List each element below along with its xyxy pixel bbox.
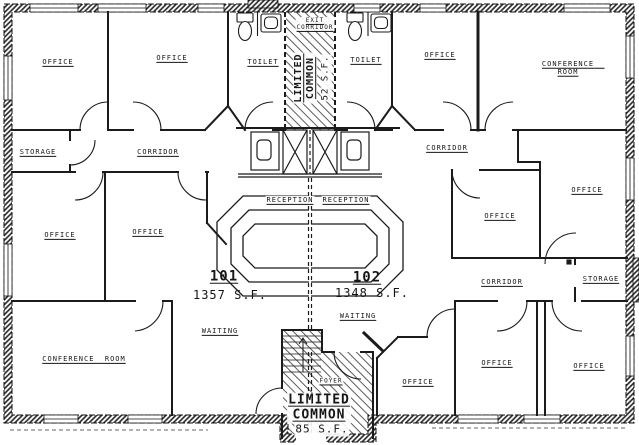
limited-common-upper-area-label: 52 S.F. bbox=[320, 54, 332, 102]
room-toilet-101-label: TOILET bbox=[247, 57, 279, 66]
corridor-101-label: CORRIDOR bbox=[137, 147, 179, 156]
limited-common-lower-area-label: 85 S.F. bbox=[294, 422, 350, 437]
room-office-b2-label: OFFICE bbox=[573, 361, 605, 370]
stairs bbox=[283, 335, 321, 373]
room-office-tl2-label: OFFICE bbox=[156, 53, 188, 62]
doors bbox=[69, 101, 583, 443]
limited-common-lower-label: LIMITED COMMON bbox=[287, 392, 351, 424]
room-office-ml2-label: OFFICE bbox=[132, 227, 164, 236]
unit-divider bbox=[284, 12, 336, 433]
exit-corridor-label: EXIT CORRIDOR bbox=[295, 16, 335, 32]
reception-102-label: RECEPTION bbox=[321, 195, 371, 205]
room-office-diag-label: OFFICE bbox=[402, 377, 434, 386]
interior-walls bbox=[11, 10, 628, 439]
waiting-102-label: WAITING bbox=[339, 311, 377, 320]
windows bbox=[3, 3, 635, 424]
room-toilet-102-label: TOILET bbox=[350, 55, 382, 64]
unit-101-number-label: 101 bbox=[209, 268, 239, 285]
room-office-ml1-label: OFFICE bbox=[44, 230, 76, 239]
room-office-tr-label: OFFICE bbox=[424, 50, 456, 59]
unit-102-area-label: 1348 S.F. bbox=[334, 285, 410, 300]
room-office-island-label: OFFICE bbox=[484, 211, 516, 220]
corridor-102-lower-label: CORRIDOR bbox=[481, 277, 523, 286]
toilet-fixtures-101 bbox=[236, 12, 282, 42]
unit-101-area-label: 1357 S.F. bbox=[192, 287, 268, 302]
foyer-label: FOYER bbox=[318, 377, 344, 385]
room-storage-101-label: STORAGE bbox=[19, 147, 57, 156]
unit-102-number-label: 102 bbox=[352, 269, 382, 286]
exterior-walls bbox=[3, 0, 639, 443]
room-conference-102-label: CONFERENCE ROOM bbox=[541, 59, 605, 76]
room-office-tl1-label: OFFICE bbox=[42, 57, 74, 66]
core-shafts bbox=[236, 127, 400, 178]
room-office-b1-label: OFFICE bbox=[481, 358, 513, 367]
waiting-101-label: WAITING bbox=[201, 326, 239, 335]
limited-common-upper-label: LIMITED COMMON bbox=[293, 52, 317, 104]
corridor-102-upper-label: CORRIDOR bbox=[426, 143, 468, 152]
room-conference-101-label: CONFERENCE ROOM bbox=[42, 354, 126, 363]
room-office-mr-label: OFFICE bbox=[571, 185, 603, 194]
room-storage-102-label: STORAGE bbox=[582, 274, 620, 283]
reception-101-label: RECEPTION bbox=[265, 195, 315, 205]
toilet-fixtures-102 bbox=[346, 12, 392, 42]
